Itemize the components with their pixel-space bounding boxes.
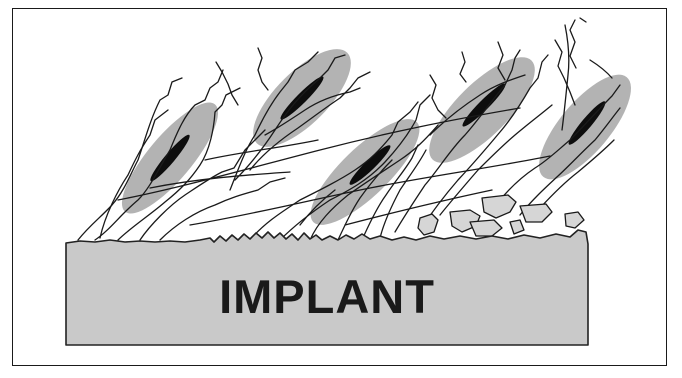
deposit [520,204,552,222]
implant: IMPLANT [66,230,588,345]
deposit [418,214,438,235]
deposit [470,220,502,236]
implant-label: IMPLANT [219,270,435,323]
deposit [482,195,516,218]
deposit [565,212,584,228]
deposit [510,220,524,234]
